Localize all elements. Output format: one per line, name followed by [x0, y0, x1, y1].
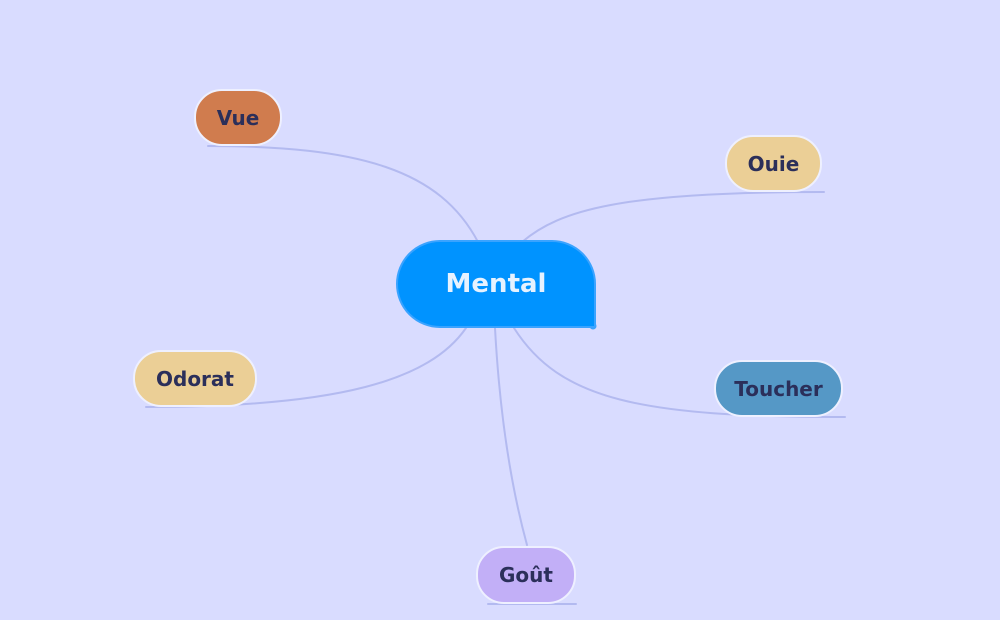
branch-label-ouie: Ouie	[747, 151, 800, 176]
connector-gout	[494, 327, 528, 546]
branch-node-gout[interactable]: Goût	[476, 546, 576, 604]
branch-node-vue[interactable]: Vue	[194, 89, 282, 146]
branch-label-toucher: Toucher	[734, 376, 823, 401]
central-topic-mental[interactable]: Mental	[396, 240, 596, 328]
connector-vue	[207, 145, 479, 243]
branch-node-ouie[interactable]: Ouie	[725, 135, 822, 192]
branch-label-vue: Vue	[216, 105, 260, 130]
central-topic-label: Mental	[445, 269, 547, 299]
branch-node-odorat[interactable]: Odorat	[133, 350, 257, 407]
branch-label-odorat: Odorat	[156, 366, 234, 391]
connector-ouie	[521, 191, 825, 243]
branch-label-gout: Goût	[499, 563, 553, 587]
branch-node-toucher[interactable]: Toucher	[714, 360, 843, 417]
